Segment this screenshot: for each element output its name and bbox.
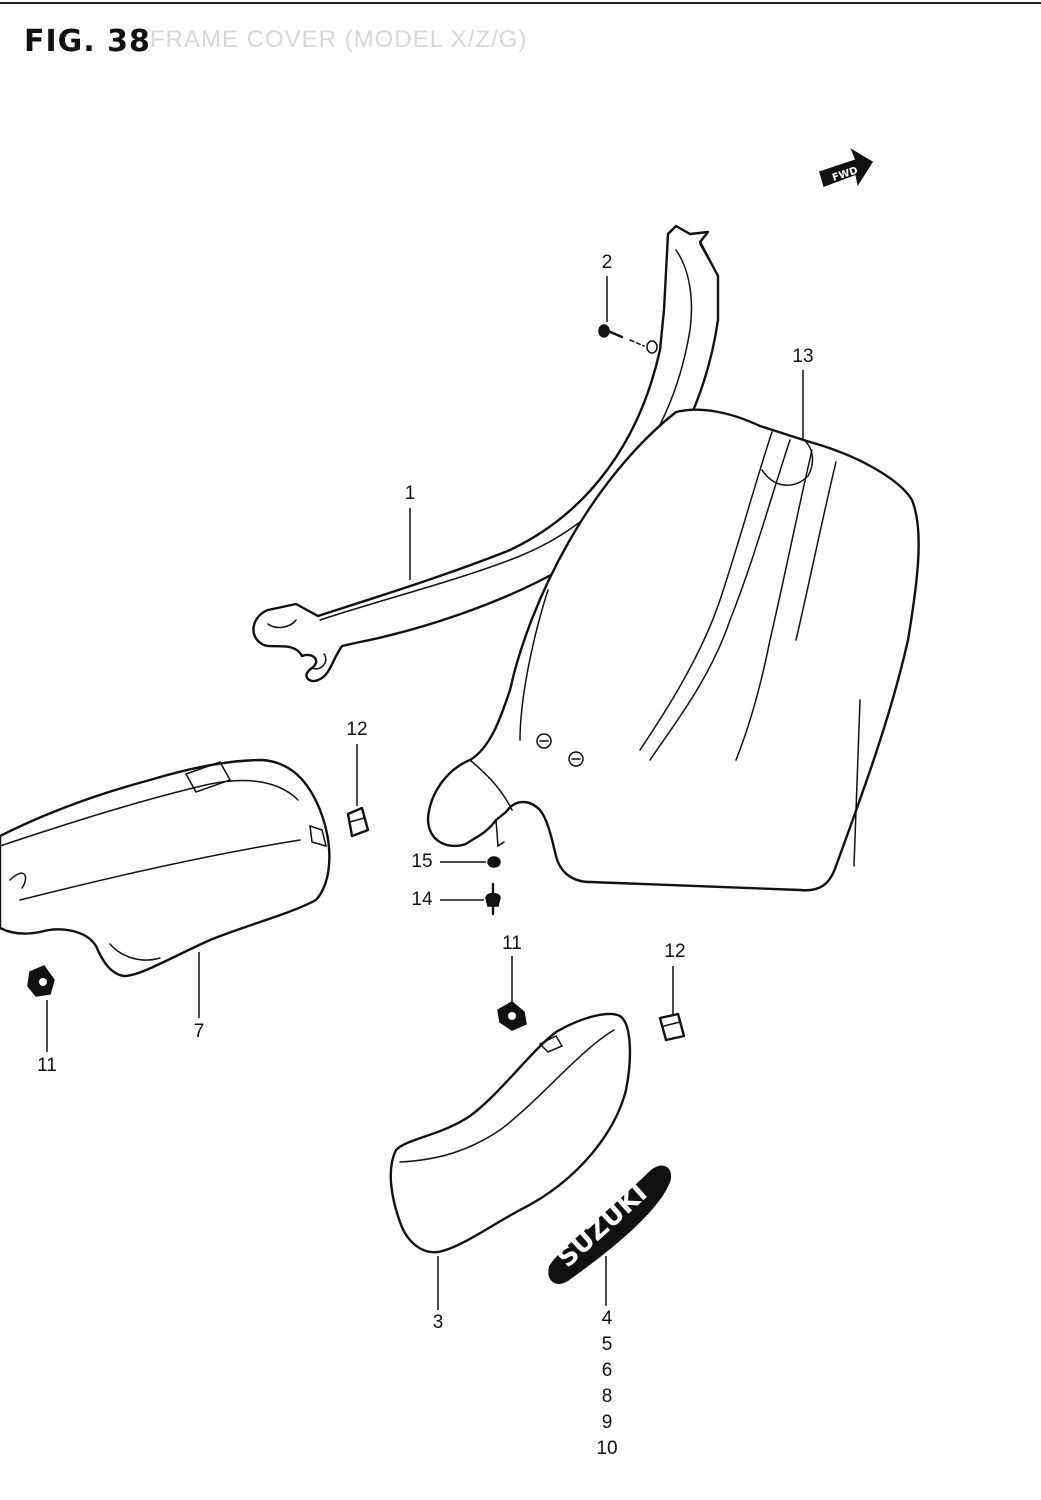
part-3-side-cover — [389, 1012, 632, 1254]
part-15-washer — [487, 856, 501, 868]
callout-4: 4 — [601, 1308, 613, 1329]
callout-9: 9 — [601, 1412, 613, 1433]
callout-6: 6 — [601, 1360, 613, 1381]
fwd-arrow-icon: FWD — [819, 148, 874, 187]
callout-15: 15 — [411, 851, 433, 872]
callout-13: 13 — [792, 346, 814, 367]
callout-12-upper: 12 — [346, 719, 368, 740]
leader-lines — [46, 276, 804, 1310]
part-2-screw — [598, 324, 645, 347]
callout-2: 2 — [601, 252, 613, 273]
emblem-text: SUZUKI — [552, 1178, 654, 1274]
figure-subtitle: FRAME COVER (MODEL X/Z/G) — [150, 26, 528, 53]
part-11-grommet-center — [497, 1001, 527, 1031]
callout-10: 10 — [596, 1438, 618, 1459]
part-11-grommet-left — [27, 965, 55, 997]
callout-11-center: 11 — [502, 933, 522, 954]
part-12-clip-lower — [658, 1012, 686, 1042]
callout-3: 3 — [432, 1312, 444, 1333]
callout-14: 14 — [411, 889, 433, 910]
part-14-screw — [485, 882, 501, 916]
callout-7: 7 — [193, 1021, 205, 1042]
callout-12-lower: 12 — [664, 941, 686, 962]
part-12-clip-upper — [346, 806, 370, 838]
part-7-rear-cover — [0, 758, 331, 978]
callout-11-left: 11 — [37, 1055, 57, 1076]
part-13-front-cover — [426, 408, 920, 892]
top-border-line — [0, 2, 1041, 4]
figure-title: FIG. 38 — [24, 24, 151, 59]
part-1-bracket — [252, 224, 720, 683]
callout-1: 1 — [404, 483, 416, 504]
callout-5: 5 — [601, 1334, 613, 1355]
callout-8: 8 — [601, 1386, 613, 1407]
suzuki-emblem: SUZUKI — [548, 1165, 672, 1284]
